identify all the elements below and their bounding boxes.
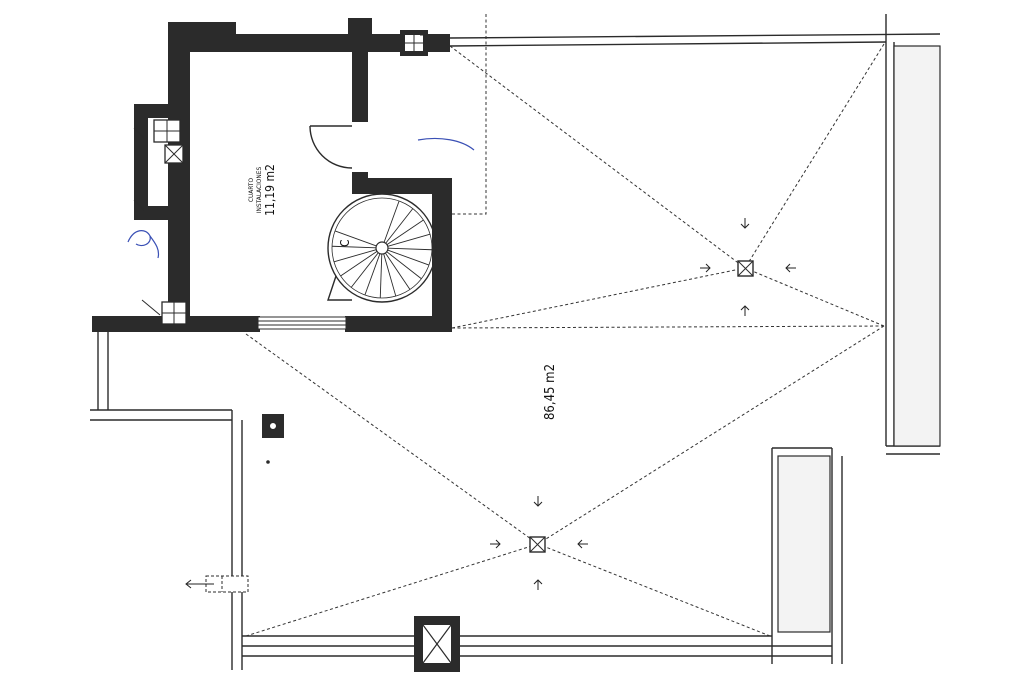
small-outlet [266,460,270,464]
slope-arrows [490,218,796,590]
stair-tread [386,219,424,246]
wall-ticks [133,34,440,316]
stair-tread [379,253,383,298]
stair-tread [387,233,431,247]
terrace-area: 86,45 m2 [543,364,558,420]
pen-marks [127,137,475,259]
window-opening [257,316,347,330]
vent-shaft-upper [153,119,184,164]
stair-tread [385,208,414,244]
gravel-planter-lower [777,455,831,633]
stair-tread [387,247,432,251]
stair-tread [350,252,379,288]
floor-drain-upper [737,260,754,277]
door-swing [309,125,353,169]
stair-tread [387,249,430,266]
stair-tread [332,245,377,249]
installations-room-walls [92,18,452,332]
slope-lines-upper [449,43,885,329]
roof-shaft-top [400,30,428,56]
vent-shaft-lower [161,301,187,325]
floor-drain-lower [529,536,546,553]
stair-tread [333,249,377,263]
stair-mark: C [338,239,352,247]
room-name-line1: CUARTO [247,178,255,203]
spiral-staircase [327,193,437,303]
chimney-pillar [262,414,284,438]
stair-tread [384,252,411,290]
gravel-planter-right [893,45,941,447]
room-name-line2: INSTALACIONES [255,167,263,214]
stair-tread [334,230,377,247]
stair-tread [364,253,381,296]
upper-level-outline [450,14,487,215]
terrace-area-label: 86,45 m2 [543,364,558,420]
stair-tread [383,200,400,243]
stair-tread [386,251,422,280]
scupper-downpipe [185,575,249,593]
installations-room-label: CUARTO INSTALACIONES 11,19 m2 [247,164,277,216]
room-area: 11,19 m2 [263,164,277,216]
stair-tread [383,253,397,297]
slope-lines-lower [245,325,885,637]
skylight-bottom [414,616,460,672]
stair-tread [340,250,378,277]
